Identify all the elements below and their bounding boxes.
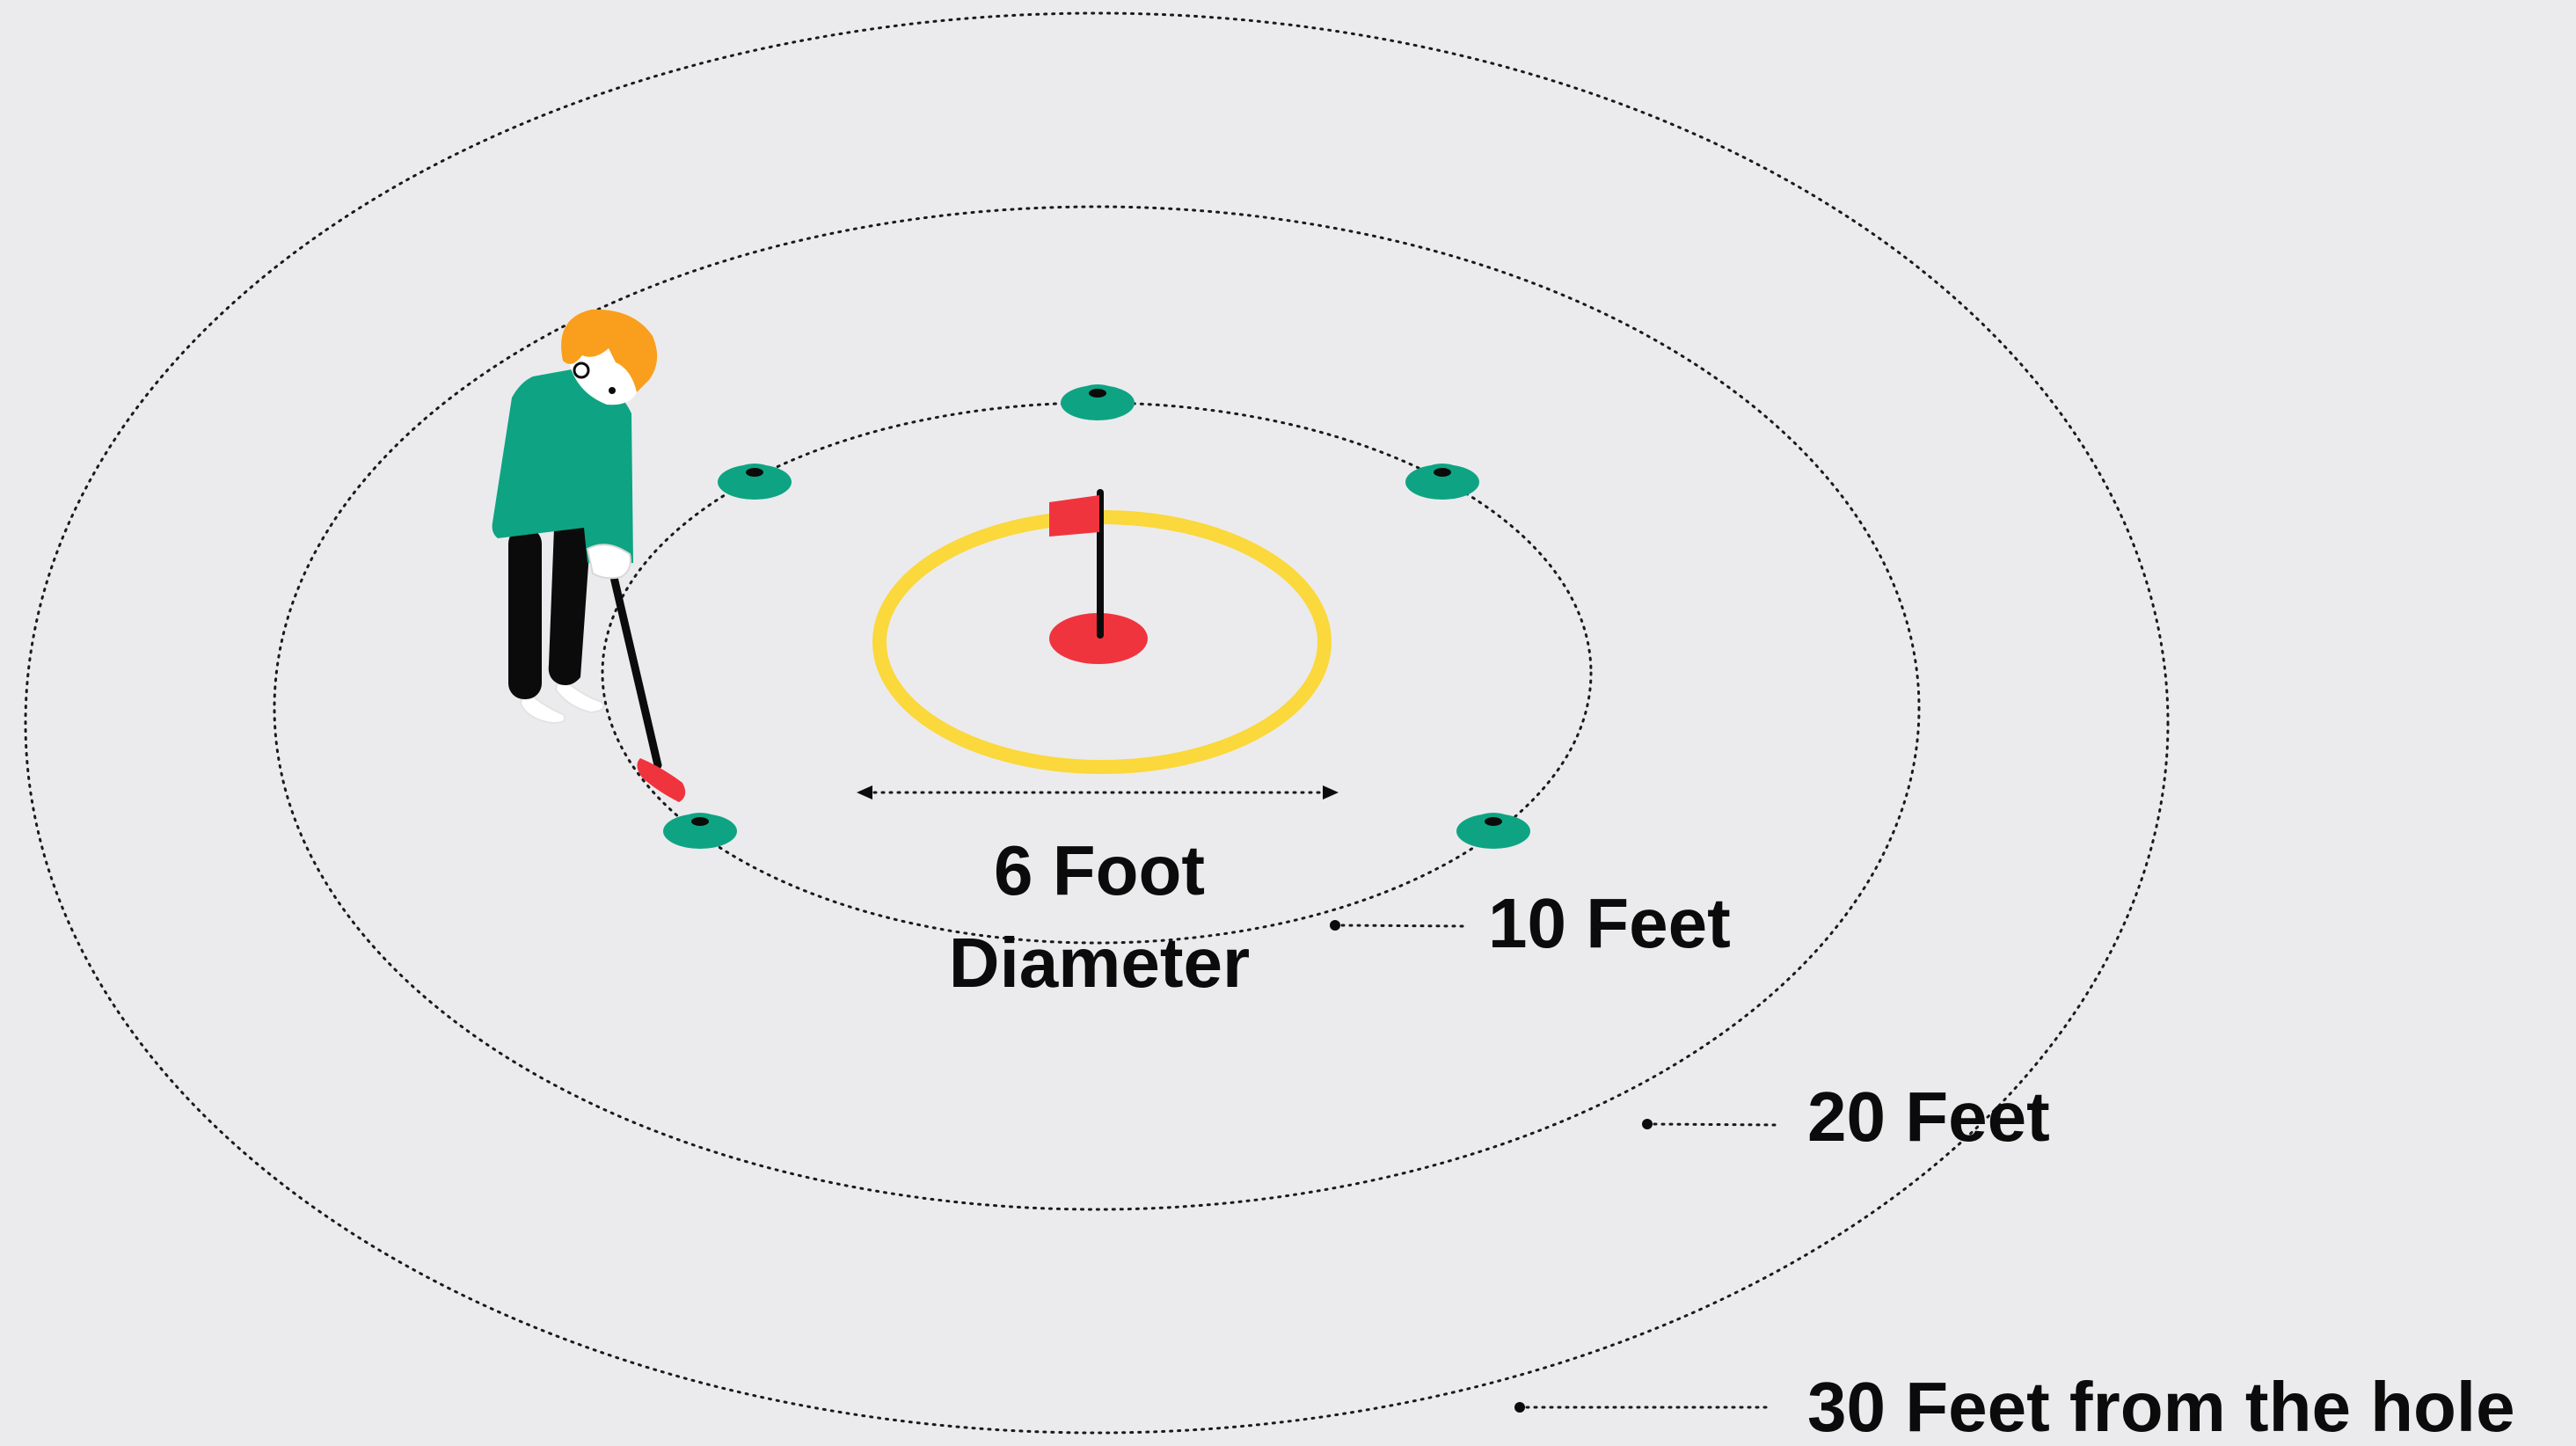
ring-label-30-feet: 30 Feet from the hole <box>1807 1368 2515 1446</box>
ring-20-feet <box>273 205 1921 1211</box>
golfer-arm <box>577 378 630 565</box>
diameter-arrow <box>857 785 1339 800</box>
putter-head <box>637 758 686 802</box>
golfer-hair <box>561 309 658 392</box>
cone-icon <box>1061 384 1135 420</box>
ring-30-feet <box>24 11 2170 1435</box>
golfer-leg <box>508 528 542 699</box>
golfer-eye <box>609 387 616 394</box>
flag-icon <box>1049 489 1104 639</box>
leader-30-feet <box>1514 1402 1771 1413</box>
diameter-label-line2: Diameter <box>948 924 1251 1002</box>
cone-icon <box>1405 464 1479 500</box>
ring-label-20-feet: 20 Feet <box>1807 1077 2050 1156</box>
golfer-ear <box>573 362 590 379</box>
leader-20-feet <box>1642 1119 1778 1129</box>
golfer-figure <box>492 309 686 802</box>
ring-label-10-feet: 10 Feet <box>1488 884 1731 962</box>
golfer-glove <box>586 544 631 580</box>
hole <box>1049 613 1148 664</box>
cone-icon <box>663 813 737 849</box>
diameter-label-line1: 6 Foot <box>994 831 1205 909</box>
leader-10-feet <box>1330 920 1466 931</box>
golfer-leg <box>548 528 591 685</box>
cone-icon <box>1456 813 1530 849</box>
cone-icon <box>718 464 792 500</box>
